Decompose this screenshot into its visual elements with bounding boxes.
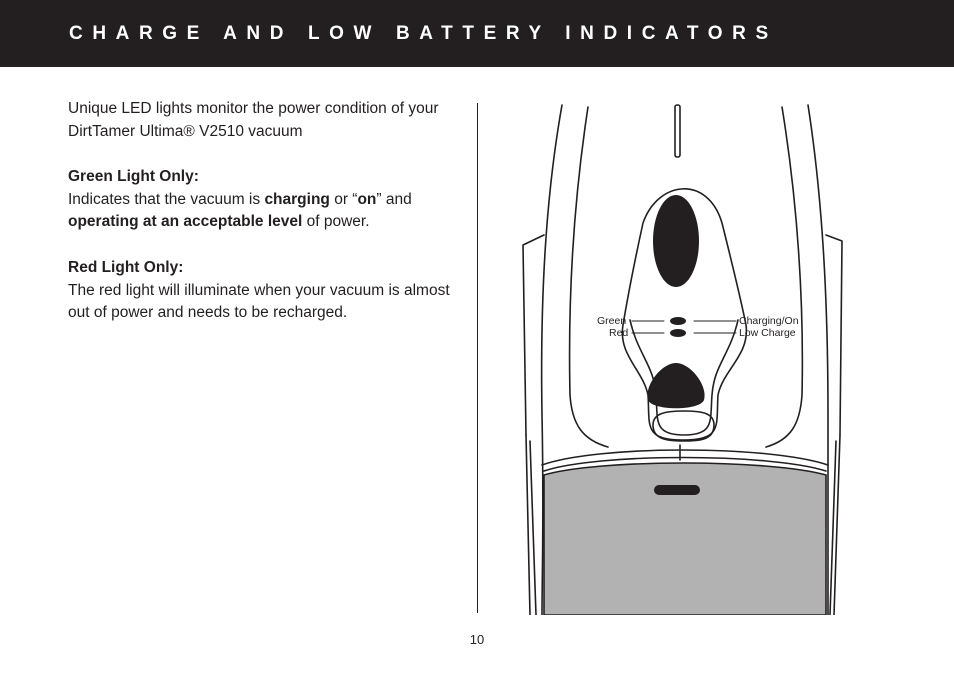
green-light-section: Green Light Only: Indicates that the vacu… — [68, 166, 463, 234]
label-low-charge: Low Charge — [739, 327, 796, 339]
intro-paragraph: Unique LED lights monitor the power cond… — [68, 100, 439, 140]
vacuum-illustration: Green Red Charging/On Low Charge — [478, 95, 954, 616]
body-text: Unique LED lights monitor the power cond… — [68, 98, 463, 348]
page-header: CHARGE AND LOW BATTERY INDICATORS — [0, 0, 954, 67]
page-title: CHARGE AND LOW BATTERY INDICATORS — [69, 23, 778, 44]
green-text-3: ” and — [376, 190, 412, 208]
red-light-section: Red Light Only: The red light will illumi… — [68, 257, 463, 325]
green-light-heading: Green Light Only: — [68, 168, 199, 186]
vacuum-drawing — [522, 104, 843, 616]
green-text-1: Indicates that the vacuum is — [68, 190, 265, 208]
page-number: 10 — [469, 632, 485, 647]
red-light-text: The red light will illuminate when your … — [68, 281, 450, 322]
label-charging-on: Charging/On — [739, 315, 799, 327]
label-red: Red — [609, 327, 629, 339]
green-text-4: of power. — [302, 213, 370, 231]
red-light-heading: Red Light Only: — [68, 258, 184, 276]
green-bold-on: on — [357, 190, 377, 208]
column-divider — [477, 103, 478, 613]
label-green: Green — [597, 315, 627, 327]
green-bold-operating: operating at an acceptable level — [68, 213, 303, 231]
green-bold-charging: charging — [264, 190, 330, 208]
green-text-2: or “ — [329, 190, 358, 208]
